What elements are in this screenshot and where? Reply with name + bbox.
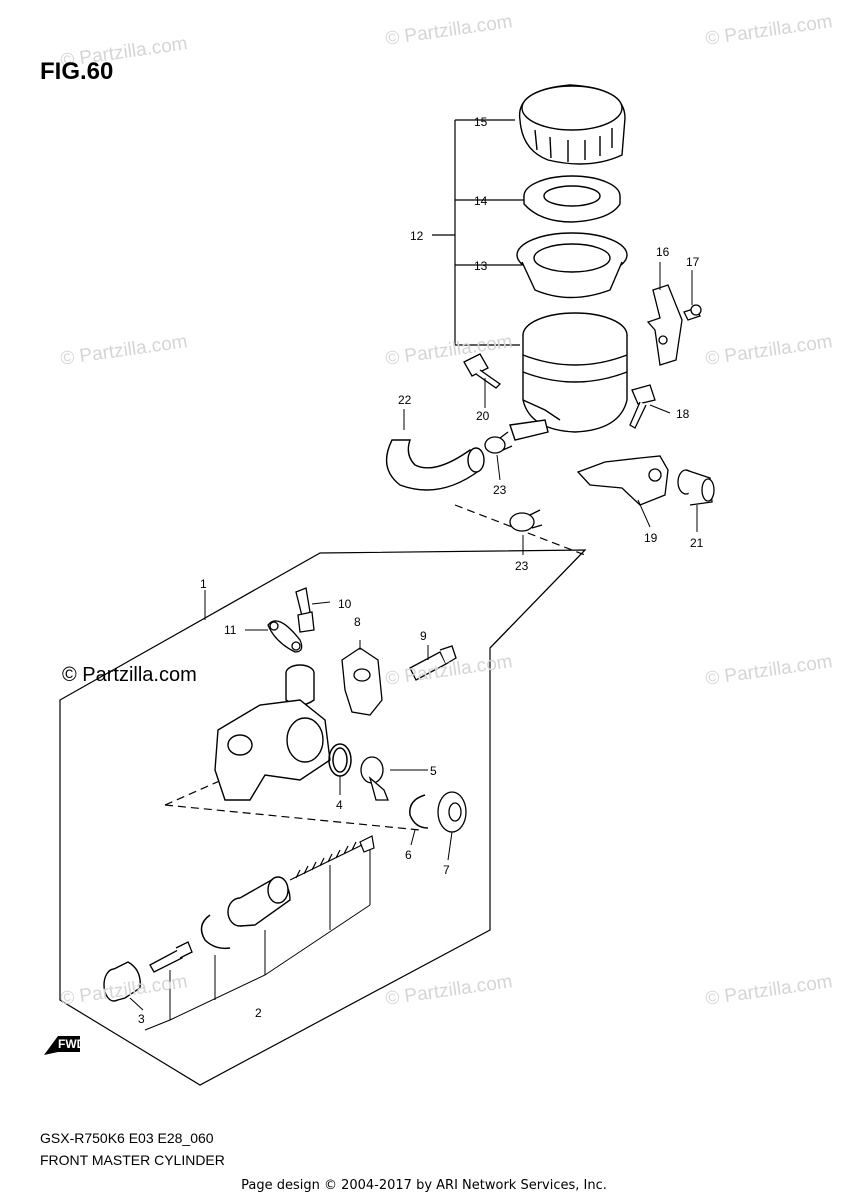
boot-3 [103, 961, 141, 1002]
clamp-23-lower [509, 509, 543, 532]
bracket-16 [646, 284, 683, 366]
callout-10: 10 [338, 597, 352, 611]
fwd-arrow-icon: FWD [44, 1036, 86, 1055]
piston [227, 876, 291, 927]
bracket-19 [576, 455, 669, 506]
callout-16: 16 [656, 245, 670, 259]
figure-title: FIG.60 [40, 58, 114, 85]
hose-22 [385, 439, 485, 491]
callout-21: 21 [690, 536, 704, 550]
boot-7 [437, 791, 467, 833]
callout-8: 8 [354, 615, 361, 629]
callout-17: 17 [686, 255, 700, 269]
callout-5: 5 [430, 764, 437, 778]
callout-9: 9 [420, 629, 427, 643]
footer-copyright: Page design © 2004-2017 by ARI Network S… [241, 1178, 607, 1193]
master-cylinder-body [214, 664, 331, 801]
callout-4: 4 [336, 798, 343, 812]
o-ring-4 [328, 743, 352, 777]
grommet-21 [677, 469, 715, 506]
callout-1: 1 [200, 577, 207, 591]
fitting-5 [360, 756, 389, 801]
holder-8 [341, 647, 383, 716]
clamp-23-upper [484, 431, 513, 454]
callout-13: 13 [474, 259, 488, 273]
callout-3: 3 [138, 1012, 145, 1026]
diaphragm [516, 232, 628, 299]
callout-6: 6 [405, 848, 412, 862]
callout-2: 2 [255, 1006, 262, 1020]
brand-mark: © Partzilla.com [62, 664, 197, 686]
callout-23-lower: 23 [515, 559, 529, 573]
pushrod [149, 941, 193, 973]
cap-11 [267, 620, 303, 653]
figure-subtitle: FRONT MASTER CYLINDER [40, 1152, 225, 1168]
screw-17 [683, 304, 702, 321]
circlip-6 [409, 794, 429, 829]
bolt-9 [409, 645, 457, 681]
bleeder-10 [295, 587, 315, 633]
callout-11: 11 [224, 623, 237, 637]
fwd-label: FWD [58, 1037, 86, 1051]
bolt-20 [463, 353, 502, 389]
callout-20: 20 [476, 409, 490, 423]
callout-23-upper: 23 [493, 483, 507, 497]
model-code: GSX-R750K6 E03 E28_060 [40, 1130, 214, 1146]
callout-19: 19 [644, 531, 658, 545]
callout-7: 7 [443, 863, 450, 877]
bolt-18 [629, 384, 656, 429]
spring [289, 835, 375, 881]
callout-12: 12 [410, 229, 424, 243]
callout-14: 14 [474, 194, 488, 208]
circlip-small [200, 914, 231, 950]
reservoir-cap [518, 84, 626, 165]
callout-18: 18 [676, 407, 690, 421]
diaphragm-plate [523, 175, 621, 223]
callout-15: 15 [474, 115, 488, 129]
callout-22: 22 [398, 393, 412, 407]
reservoir-body [509, 312, 628, 441]
